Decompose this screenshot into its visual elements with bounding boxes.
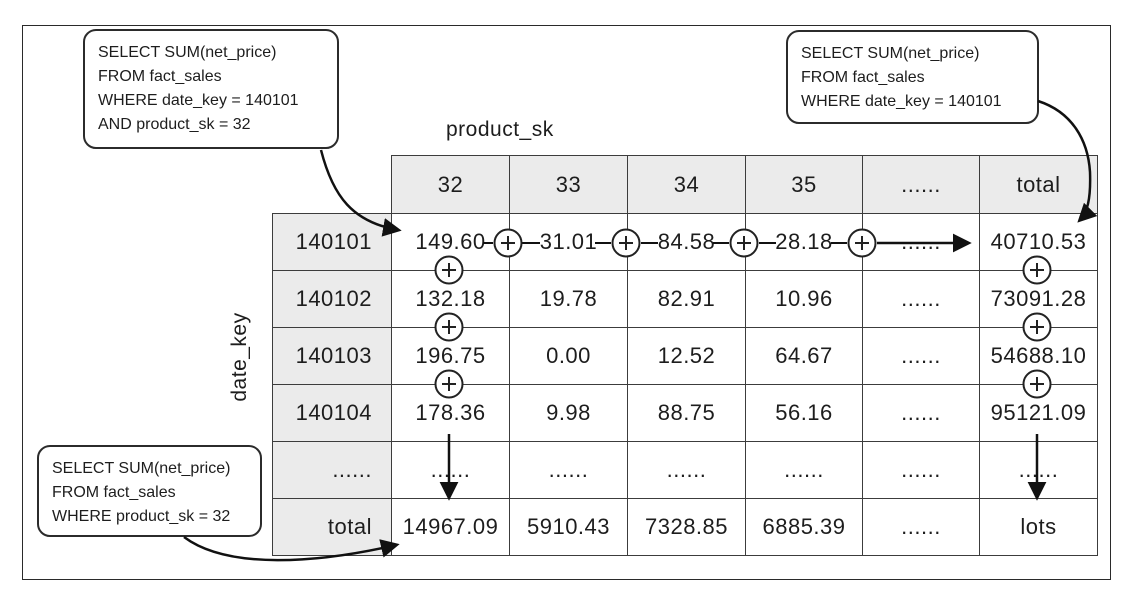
sql-line: WHERE date_key = 140101 bbox=[98, 92, 299, 109]
column-header-cell: total bbox=[979, 155, 1098, 214]
data-cell: ...... bbox=[509, 441, 628, 499]
data-cell: 88.75 bbox=[627, 384, 746, 442]
row-header-cell: 140103 bbox=[272, 327, 392, 385]
data-cell: 132.18 bbox=[391, 270, 510, 328]
column-header-cell: 32 bbox=[391, 155, 510, 214]
sql-callout-row-total: SELECT SUM(net_price) FROM fact_sales WH… bbox=[786, 30, 1039, 124]
sql-line: WHERE date_key = 140101 bbox=[801, 93, 1002, 110]
data-cell: 9.98 bbox=[509, 384, 628, 442]
data-cell: ...... bbox=[862, 498, 980, 556]
data-cell: 64.67 bbox=[745, 327, 863, 385]
sql-line: SELECT SUM(net_price) bbox=[801, 45, 980, 62]
sql-line: FROM fact_sales bbox=[52, 484, 176, 501]
figure-border bbox=[22, 25, 1111, 580]
data-cell: 82.91 bbox=[627, 270, 746, 328]
data-cell: lots bbox=[979, 498, 1098, 556]
data-cell: ...... bbox=[862, 327, 980, 385]
data-cell: 95121.09 bbox=[979, 384, 1098, 442]
sql-line: FROM fact_sales bbox=[801, 69, 925, 86]
sql-line: SELECT SUM(net_price) bbox=[98, 44, 277, 61]
date-key-axis-label: date_key bbox=[228, 312, 251, 402]
sql-callout-cell-sum: SELECT SUM(net_price) FROM fact_sales WH… bbox=[83, 29, 339, 149]
column-header-cell: 33 bbox=[509, 155, 628, 214]
data-cell: 0.00 bbox=[509, 327, 628, 385]
data-cell: ...... bbox=[745, 441, 863, 499]
data-cell: 40710.53 bbox=[979, 213, 1098, 271]
data-cell: 73091.28 bbox=[979, 270, 1098, 328]
data-cell: 54688.10 bbox=[979, 327, 1098, 385]
column-header-cell: ...... bbox=[862, 155, 980, 214]
row-header-cell: 140104 bbox=[272, 384, 392, 442]
data-cell: ...... bbox=[862, 441, 980, 499]
sql-line: AND product_sk = 32 bbox=[98, 116, 251, 133]
data-cell: 28.18 bbox=[745, 213, 863, 271]
table-corner bbox=[273, 156, 392, 214]
data-cell: 14967.09 bbox=[391, 498, 510, 556]
row-header-cell: 140101 bbox=[272, 213, 392, 271]
data-cell: ...... bbox=[627, 441, 746, 499]
data-cell: 149.60 bbox=[391, 213, 510, 271]
column-header-cell: 35 bbox=[745, 155, 863, 214]
data-cell: 5910.43 bbox=[509, 498, 628, 556]
data-cell: 10.96 bbox=[745, 270, 863, 328]
sql-line: FROM fact_sales bbox=[98, 68, 222, 85]
data-cell: ...... bbox=[391, 441, 510, 499]
row-header-cell: total bbox=[272, 498, 392, 556]
row-header-cell: ...... bbox=[272, 441, 392, 499]
data-cell: 84.58 bbox=[627, 213, 746, 271]
column-header-cell: 34 bbox=[627, 155, 746, 214]
data-cell: 56.16 bbox=[745, 384, 863, 442]
data-cell: 31.01 bbox=[509, 213, 628, 271]
row-header-cell: 140102 bbox=[272, 270, 392, 328]
product-sk-axis-label: product_sk bbox=[446, 118, 554, 141]
sql-line: SELECT SUM(net_price) bbox=[52, 460, 231, 477]
data-cell: 12.52 bbox=[627, 327, 746, 385]
sql-line: WHERE product_sk = 32 bbox=[52, 508, 231, 525]
data-cell: ...... bbox=[862, 384, 980, 442]
data-cube-table: 32 33 34 35 ...... total 140101 149.60 3… bbox=[272, 155, 1098, 556]
data-cell: 196.75 bbox=[391, 327, 510, 385]
data-cell: 7328.85 bbox=[627, 498, 746, 556]
data-cell: ...... bbox=[862, 213, 980, 271]
data-cell: 6885.39 bbox=[745, 498, 863, 556]
data-cell: 19.78 bbox=[509, 270, 628, 328]
data-cell: 178.36 bbox=[391, 384, 510, 442]
sql-callout-column-total: SELECT SUM(net_price) FROM fact_sales WH… bbox=[37, 445, 262, 537]
data-cell: ...... bbox=[862, 270, 980, 328]
data-cell: ...... bbox=[979, 441, 1098, 499]
